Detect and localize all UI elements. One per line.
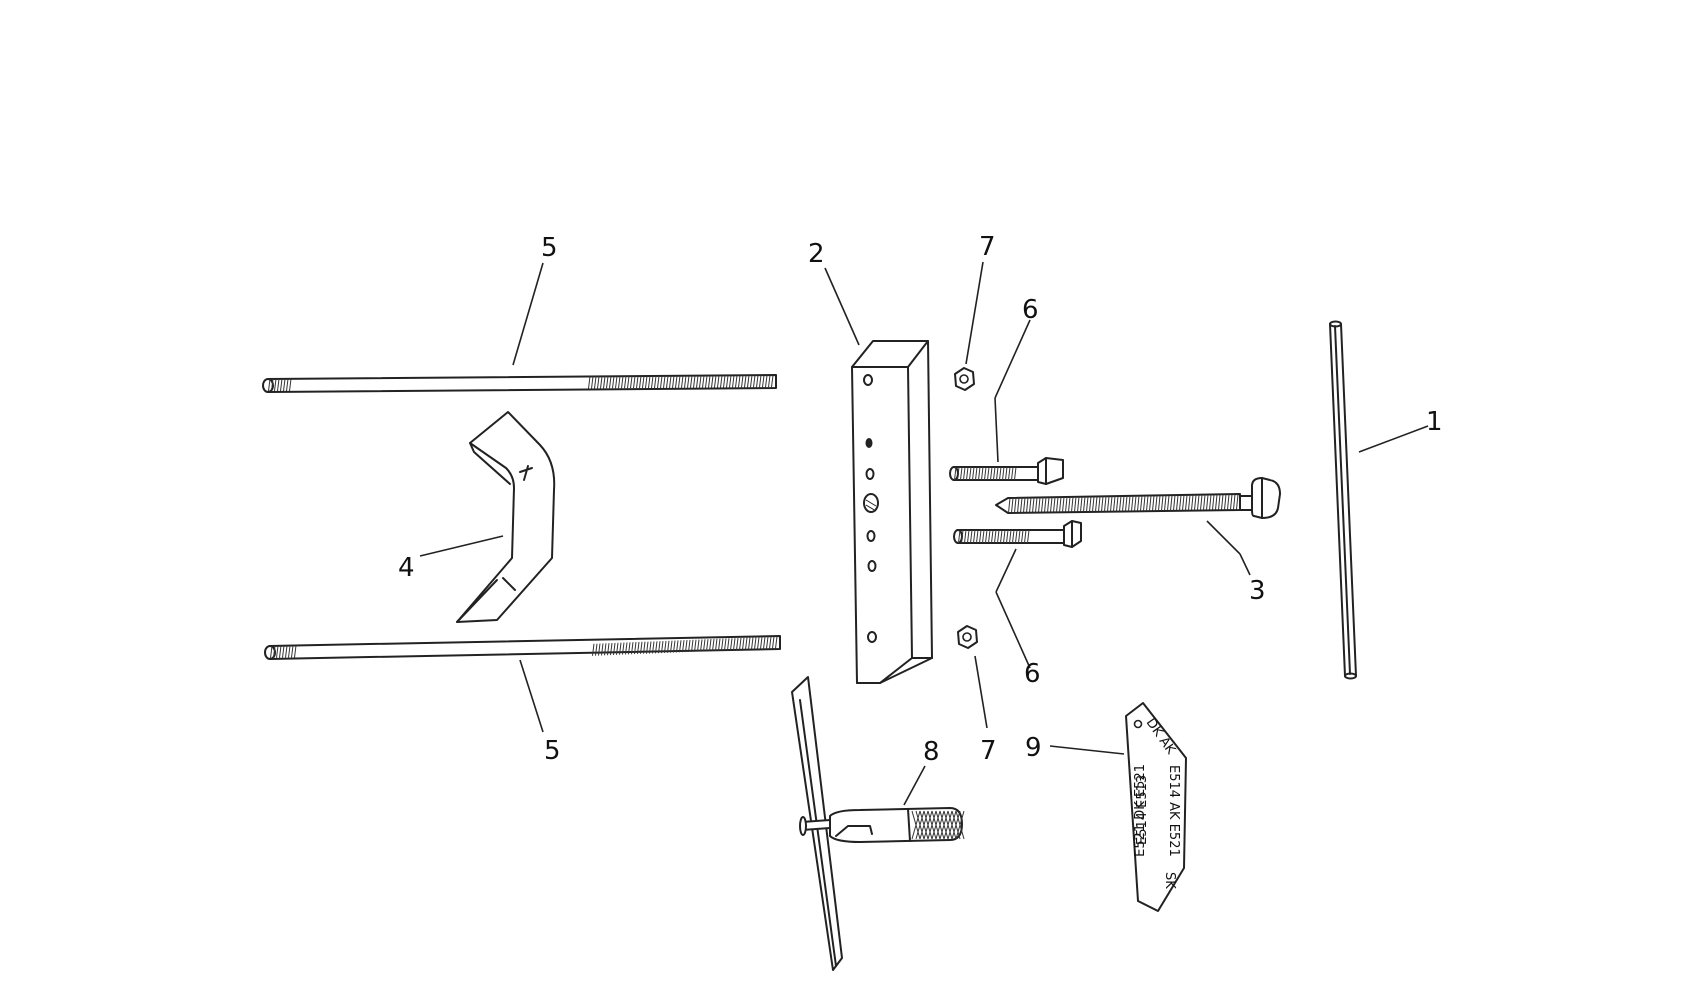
threaded-rod-bottom	[264, 635, 781, 660]
plate-line-3: E514 E513	[1135, 775, 1150, 845]
hex-bolt-top	[949, 457, 1064, 485]
hex-nut-bottom	[957, 625, 978, 649]
identification-plate: DK AK E514 AK E521 E521 DK E521 E514 E51…	[1125, 702, 1187, 912]
threaded-rod-top	[262, 374, 777, 393]
callout-3: 3	[1249, 576, 1266, 606]
callout-7-mid: 7	[980, 736, 997, 766]
long-pin	[1329, 320, 1357, 680]
callout-5-bottom: 5	[544, 736, 561, 766]
hex-nut-top	[954, 367, 975, 391]
rectangular-block	[851, 340, 933, 684]
plate-line-2: E521 DK E521	[1133, 764, 1148, 857]
callout-4: 4	[398, 553, 415, 583]
callout-6-top: 6	[1022, 295, 1039, 325]
hex-bolt-bottom	[953, 520, 1082, 548]
callout-7-top: 7	[979, 232, 996, 262]
callout-2: 2	[808, 239, 825, 269]
callout-8: 8	[923, 737, 940, 767]
callout-1: 1	[1426, 407, 1443, 437]
callout-6-bottom: 6	[1024, 659, 1041, 689]
plate-line-1: E514 AK E521	[1166, 765, 1181, 857]
bent-hex-key	[456, 411, 556, 623]
callout-labels: 5 2 7 6 1 4 3 6 5 7 8 9	[398, 232, 1443, 767]
pointed-spindle-screw	[995, 477, 1281, 519]
leader-lines	[419, 261, 1429, 806]
plate-mark: SK	[1162, 872, 1177, 889]
knurled-t-pin	[799, 807, 965, 843]
callout-5-top: 5	[541, 233, 558, 263]
callout-9: 9	[1025, 733, 1042, 763]
